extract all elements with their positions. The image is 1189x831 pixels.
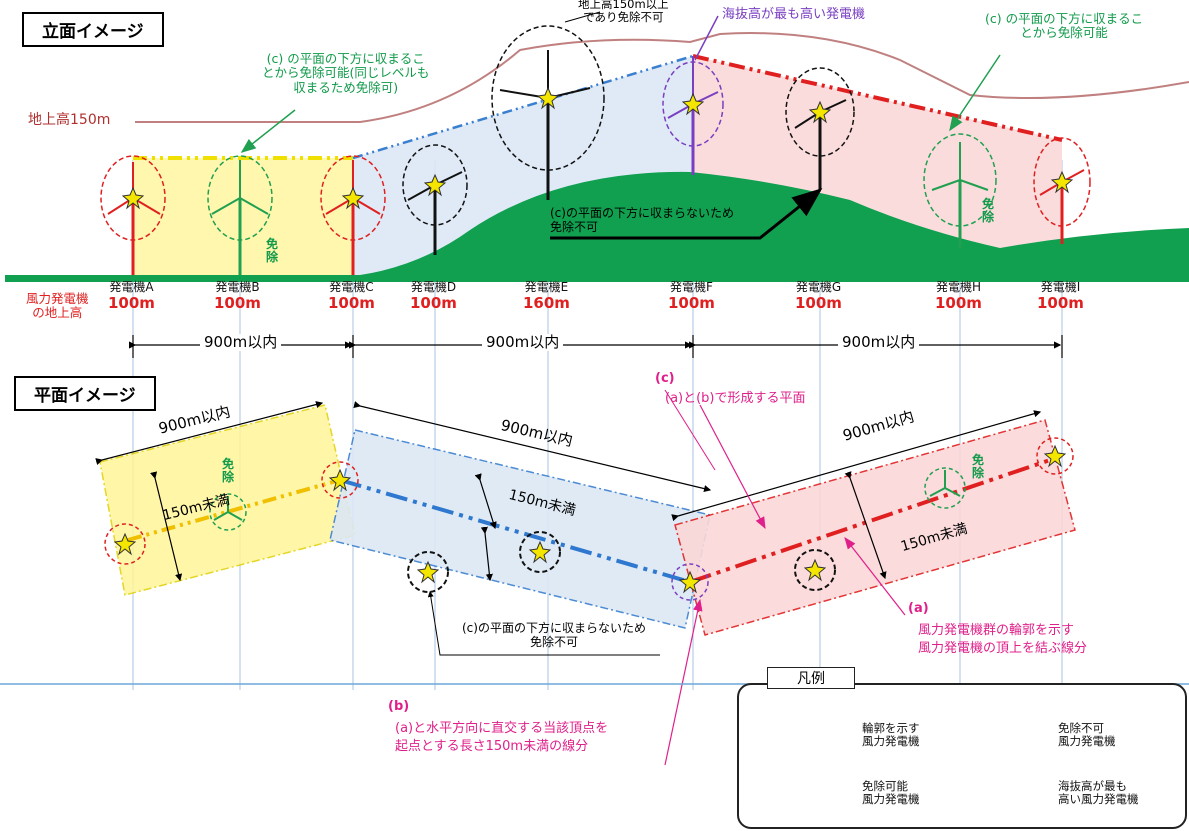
arrow-a bbox=[844, 537, 906, 616]
plan-width-3 bbox=[844, 471, 887, 580]
turbine-g-plan bbox=[794, 549, 836, 591]
zone-blue-plan bbox=[329, 429, 711, 629]
highest-note: 海抜高が最も高い発電機 bbox=[722, 7, 866, 22]
exempt-mark-h: 免除 bbox=[982, 197, 995, 224]
turbine-e-plan bbox=[519, 531, 561, 573]
exempt-mark-plan-h: 免除 bbox=[972, 453, 985, 480]
not-below-plan-note: (c)の平面の下方に収まらないため免除不可 bbox=[462, 621, 646, 649]
ground-hill bbox=[5, 171, 1189, 282]
a-label: (a) bbox=[908, 601, 929, 616]
exempt-mark-b: 免除 bbox=[266, 237, 279, 264]
turbine-a-plan bbox=[104, 523, 146, 565]
elevation-title: 立面イメージ bbox=[22, 12, 164, 47]
plan-dist-3 bbox=[671, 410, 1042, 522]
b-label: (b) bbox=[388, 699, 410, 714]
arrow-exempt-left bbox=[240, 109, 296, 153]
plan-dist-1 bbox=[95, 401, 324, 465]
elev-dist-2: 900m以内 bbox=[482, 333, 564, 352]
elev-dist-3: 900m以内 bbox=[838, 333, 920, 352]
exempt-mark-plan-b: 免除 bbox=[222, 457, 235, 484]
zone-red-plan bbox=[674, 419, 1076, 636]
turbine-a-elev bbox=[100, 155, 166, 275]
turbine-i-elev bbox=[1033, 137, 1091, 244]
legend-outline-text: 輪郭を示す風力発電機 bbox=[862, 721, 920, 749]
contour-line-fi bbox=[692, 54, 1063, 142]
plan-width-2b bbox=[480, 526, 493, 582]
elev-dist-1: 900m以内 bbox=[200, 333, 282, 352]
arrow-over150 bbox=[564, 11, 601, 23]
arrow-highest bbox=[694, 15, 719, 61]
turbine-c-elev bbox=[320, 155, 386, 275]
arrow-not-below-plan bbox=[427, 591, 660, 656]
exempt-left-note: (c) の平面の下方に収まることから免除可能(同じレベルも収まるため免除可) bbox=[262, 51, 430, 95]
arrow-c-2 bbox=[664, 389, 716, 471]
legend-not-exempt-text: 免除不可風力発電機 bbox=[1058, 721, 1116, 749]
c-label: (c) bbox=[655, 371, 675, 386]
legend-box bbox=[737, 683, 1187, 829]
arrow-b bbox=[664, 598, 703, 766]
turbine-b-elev bbox=[207, 155, 273, 275]
plan-dist-2 bbox=[353, 401, 712, 493]
turbine-h-elev bbox=[923, 133, 997, 248]
ground-150-label: 地上高150m bbox=[28, 112, 111, 128]
turbine-height-caption: 風力発電機の地上高 bbox=[26, 291, 89, 321]
plan-contour-cf bbox=[339, 478, 691, 584]
line-150m bbox=[135, 32, 1189, 123]
over150-note: 地上高150m以上であり免除不可 bbox=[578, 0, 669, 25]
c-text: (a)と(b)で形成する平面 bbox=[665, 391, 806, 406]
turbine-f-plan bbox=[671, 563, 709, 601]
exempt-right-note: (c) の平面の下方に収まることから免除可能 bbox=[985, 11, 1144, 41]
turbine-d-elev bbox=[402, 144, 468, 255]
plan-width-2 bbox=[474, 473, 497, 530]
contour-line-cf bbox=[352, 54, 694, 160]
arrow-not-below-elev bbox=[550, 188, 823, 240]
turbine-g-elev bbox=[785, 67, 855, 190]
arrow-exempt-right bbox=[949, 54, 1001, 132]
not-below-elev-note: (c)の平面の下方に収まらないため免除不可 bbox=[550, 206, 734, 234]
legend-highest-text: 海抜高が最も高い風力発電機 bbox=[1058, 779, 1139, 807]
plan-title: 平面イメージ bbox=[14, 376, 156, 411]
turbine-d-plan bbox=[407, 551, 449, 593]
b-text: (a)と水平方向に直交する当該頂点を起点とする長さ150m未満の線分 bbox=[395, 721, 609, 755]
zone-yellow-elev bbox=[133, 158, 353, 275]
legend-exempt-text: 免除可能風力発電機 bbox=[862, 779, 920, 807]
a-text: 風力発電機群の輪郭を示す風力発電機の頂上を結ぶ線分 bbox=[918, 623, 1088, 656]
plan-width-1 bbox=[150, 471, 183, 582]
turbine-e-elev bbox=[491, 25, 605, 200]
turbine-b-plan bbox=[209, 493, 247, 531]
legend-title: 凡例 bbox=[767, 667, 855, 689]
arrow-c bbox=[699, 404, 766, 530]
turbine-f-elev bbox=[662, 61, 724, 175]
